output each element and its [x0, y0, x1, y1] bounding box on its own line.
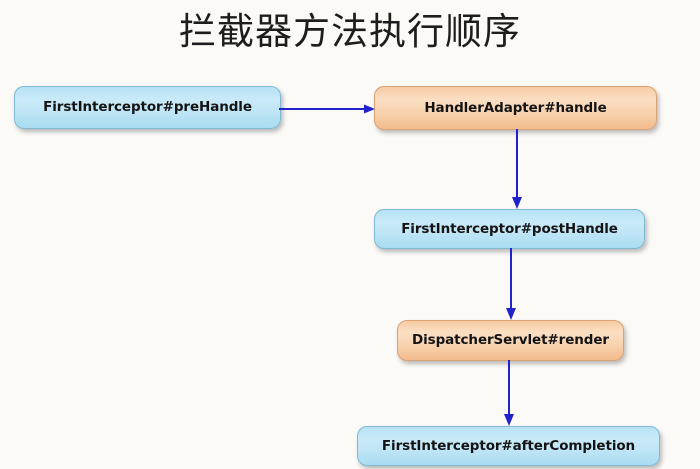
edge-pre-handle-to-handler-adapter	[279, 98, 379, 120]
node-after-completion[interactable]: FirstInterceptor#afterCompletion	[357, 426, 660, 466]
edge-handler-adapter-to-post-handle	[507, 129, 529, 211]
edge-post-handle-to-dispatcher-render	[501, 248, 523, 322]
node-post-handle[interactable]: FirstInterceptor#postHandle	[374, 209, 645, 249]
node-label: FirstInterceptor#preHandle	[43, 99, 252, 115]
node-label: FirstInterceptor#postHandle	[401, 220, 618, 237]
node-handler-adapter[interactable]: HandlerAdapter#handle	[374, 86, 657, 130]
page-title: 拦截器方法执行顺序	[179, 10, 521, 53]
edge-dispatcher-render-to-after-completion	[499, 360, 521, 428]
node-label: DispatcherServlet#render	[412, 332, 609, 348]
node-label: FirstInterceptor#afterCompletion	[381, 437, 636, 454]
node-pre-handle[interactable]: FirstInterceptor#preHandle	[14, 86, 281, 129]
node-label: HandlerAdapter#handle	[424, 99, 607, 116]
node-dispatcher-render[interactable]: DispatcherServlet#render	[397, 320, 624, 361]
